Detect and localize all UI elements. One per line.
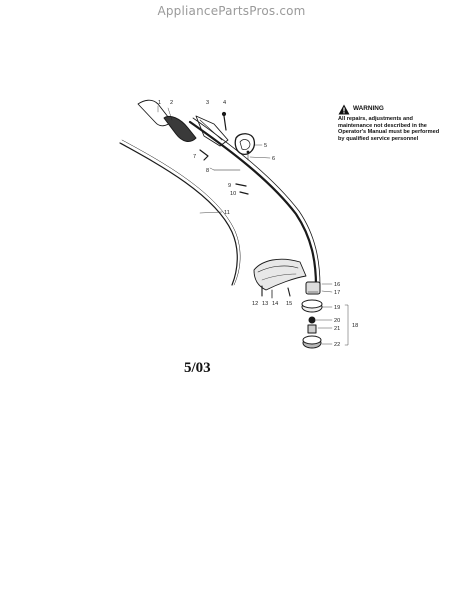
part-21-retainer (307, 324, 317, 334)
callout-14: 14 (272, 301, 278, 307)
part-16-gear-head (305, 281, 321, 295)
site-watermark: AppliancePartsPros.com (157, 4, 306, 18)
callout-9: 9 (228, 183, 231, 189)
callout-20: 20 (334, 318, 340, 324)
callout-6: 6 (272, 156, 275, 162)
flex-cable-edge (121, 139, 241, 286)
part-10-screw (239, 191, 249, 195)
callout-1: 1 (158, 100, 161, 106)
callout-21: 21 (334, 326, 340, 332)
callout-15: 15 (286, 301, 292, 307)
callout-12: 12 (252, 301, 258, 307)
deflector-shield (253, 258, 307, 291)
callout-8: 8 (206, 168, 209, 174)
warning-triangle-icon (338, 104, 350, 115)
callout-16: 16 (334, 282, 340, 288)
callout-13: 13 (262, 301, 268, 307)
callout-4: 4 (223, 100, 226, 106)
callout-10: 10 (230, 191, 236, 197)
callout-7: 7 (193, 154, 196, 160)
callout-3: 3 (206, 100, 209, 106)
warning-header: WARNING (338, 104, 442, 115)
part-9-screw (235, 183, 247, 187)
callout-2: 2 (170, 100, 173, 106)
part-3-housing (195, 115, 229, 147)
part-7-clip (199, 149, 209, 161)
warning-text: All repairs, adjustments and maintenance… (338, 116, 440, 142)
warning-title: WARNING (353, 105, 384, 113)
part-20-washer (308, 316, 316, 324)
part-4-screw (223, 115, 227, 131)
callout-22: 22 (334, 342, 340, 348)
part-2-cushion (163, 115, 197, 142)
flex-cable (119, 142, 238, 286)
part-5-hanger (234, 133, 256, 155)
callout-11: 11 (224, 210, 230, 216)
callout-18: 18 (352, 323, 358, 329)
callout-5: 5 (264, 143, 267, 149)
callout-19: 19 (334, 305, 340, 311)
warning-notice: WARNING All repairs, adjustments and mai… (338, 104, 442, 142)
callout-17: 17 (334, 290, 340, 296)
drive-shaft-edge (192, 117, 321, 287)
revision-date: 5/03 (184, 360, 211, 376)
